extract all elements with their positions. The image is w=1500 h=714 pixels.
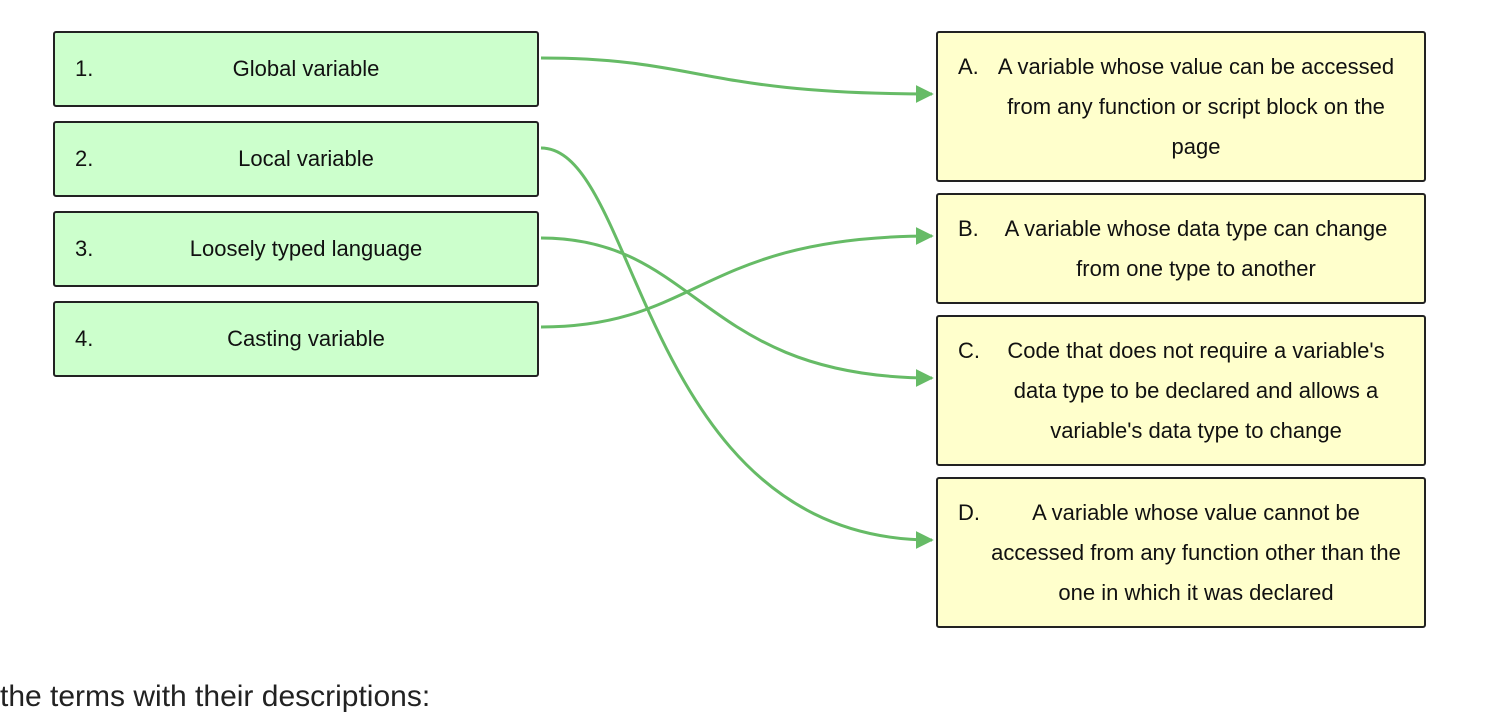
connector-1-to-a: [540, 56, 934, 103]
description-a[interactable]: A. A variable whose value can be accesse…: [936, 31, 1426, 182]
description-text: A variable whose data type can change fr…: [1004, 216, 1388, 281]
term-number: 4.: [75, 326, 94, 351]
instruction-text: the terms with their descriptions:: [0, 680, 431, 713]
connector-3-to-c: [540, 236, 934, 387]
description-c[interactable]: C. Code that does not require a variable…: [936, 315, 1426, 466]
description-letter: C.: [958, 338, 980, 363]
term-number: 3.: [75, 236, 94, 261]
description-text: A variable whose value can be accessed f…: [997, 54, 1395, 159]
description-letter: D.: [958, 500, 980, 525]
term-global-variable[interactable]: 1. Global variable: [53, 31, 539, 107]
description-text: A variable whose value cannot be accesse…: [991, 500, 1401, 605]
term-local-variable[interactable]: 2. Local variable: [53, 121, 539, 197]
connector-4-to-b: [540, 227, 934, 329]
description-d[interactable]: D. A variable whose value cannot be acce…: [936, 477, 1426, 628]
term-number: 1.: [75, 56, 94, 81]
description-b[interactable]: B. A variable whose data type can change…: [936, 193, 1426, 304]
term-number: 2.: [75, 146, 94, 171]
term-label: Local variable: [238, 146, 374, 171]
term-casting-variable[interactable]: 4. Casting variable: [53, 301, 539, 377]
description-text: Code that does not require a variable's …: [1007, 338, 1385, 443]
term-label: Casting variable: [227, 326, 385, 351]
term-label: Loosely typed language: [189, 236, 423, 261]
description-letter: B.: [958, 216, 979, 241]
term-label: Global variable: [232, 56, 380, 81]
connector-2-to-d: [540, 146, 934, 549]
description-letter: A.: [958, 54, 979, 79]
term-loosely-typed-language[interactable]: 3. Loosely typed language: [53, 211, 539, 287]
